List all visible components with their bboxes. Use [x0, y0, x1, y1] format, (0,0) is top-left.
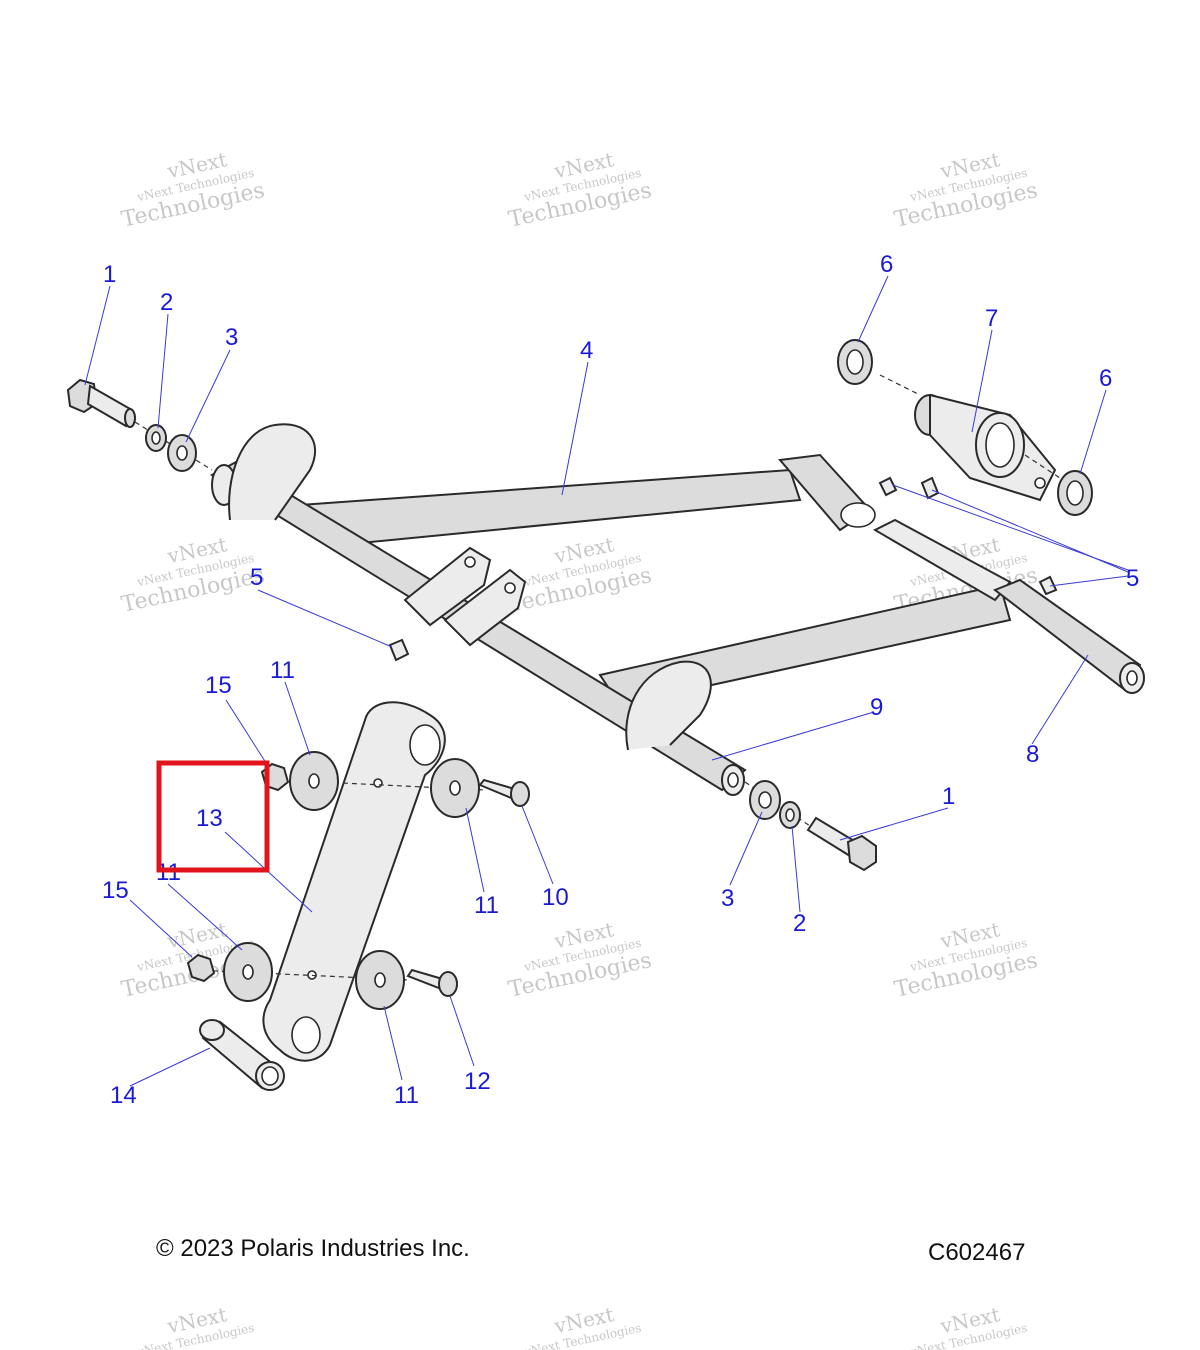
- callout-5-right: 5: [1126, 565, 1139, 592]
- washer-11-lower-left: [223, 942, 273, 1002]
- callout-10: 10: [542, 884, 569, 911]
- bushing-cam-7: [914, 393, 1057, 502]
- grease-fitting-right-2: [920, 476, 940, 500]
- callout-2-upper: 2: [160, 289, 173, 316]
- washer-2-lower: [779, 801, 801, 829]
- callout-1-lower: 1: [942, 783, 955, 810]
- callout-6-top: 6: [880, 251, 893, 278]
- washer-2-upper: [145, 424, 167, 452]
- link-arm-13: [262, 701, 446, 1062]
- callout-8: 8: [1026, 741, 1039, 768]
- callout-9: 9: [870, 694, 883, 721]
- watermark: vNext vNext Technologies Technologies: [506, 917, 654, 1003]
- watermark: vNext vNext Technologies Technologies: [892, 147, 1040, 233]
- callout-13: 13: [196, 805, 223, 832]
- watermark: vNext vNext Technologies: [522, 1302, 642, 1350]
- washer-3-lower: [749, 780, 781, 820]
- washer-11-lower-right: [355, 950, 405, 1010]
- callout-11-lower-right: 11: [394, 1082, 419, 1109]
- bolt-lower-right: [806, 816, 877, 872]
- a-arm-frame: [210, 423, 1145, 796]
- watermark: vNext vNext Technologies Technologies: [506, 147, 654, 233]
- bolt-upper-left: [66, 378, 136, 428]
- callout-3-lower: 3: [721, 885, 734, 912]
- watermark: vNext vNext Technologies Technologies: [892, 917, 1040, 1003]
- axis-line: [1024, 454, 1061, 479]
- callout-14: 14: [110, 1082, 137, 1109]
- watermarks: vNext vNext Technologies Technologies vN…: [119, 147, 1040, 1350]
- washer-11-upper-left: [289, 751, 339, 811]
- callout-1-upper: 1: [103, 261, 116, 288]
- watermark: vNext vNext Technologies Technologies: [119, 147, 267, 233]
- axis-line: [879, 374, 921, 396]
- watermark: vNext vNext Technologies Technologies: [506, 532, 654, 618]
- grease-fitting-right-1: [878, 476, 898, 497]
- watermark: vNext vNext Technologies Technologies: [119, 532, 267, 618]
- grease-fitting-left: [388, 638, 410, 662]
- bolt-10: [478, 778, 530, 807]
- washer-3-upper: [167, 434, 197, 472]
- callout-15-upper: 15: [205, 672, 232, 699]
- highlight-box: [156, 760, 270, 873]
- nut-15-lower: [186, 953, 216, 983]
- diagram-code: C602467: [928, 1239, 1025, 1266]
- parts: [66, 339, 1145, 1091]
- watermark: vNext vNext Technologies: [135, 1302, 255, 1350]
- washer-6-top: [837, 339, 873, 385]
- copyright-text: © 2023 Polaris Industries Inc.: [156, 1235, 470, 1262]
- callout-15-lower: 15: [102, 877, 129, 904]
- callout-7: 7: [985, 305, 998, 332]
- bushing-14: [199, 1019, 285, 1091]
- callout-11-upper-left: 11: [270, 657, 295, 684]
- bolt-12: [406, 968, 458, 997]
- callout-6-right: 6: [1099, 365, 1112, 392]
- washer-6-right: [1057, 470, 1093, 516]
- callout-12: 12: [464, 1068, 491, 1095]
- washer-11-upper-right: [430, 758, 480, 818]
- callout-11-upper-right: 11: [474, 892, 499, 919]
- callout-5-left: 5: [250, 564, 263, 591]
- watermark: vNext vNext Technologies: [908, 1302, 1028, 1350]
- callout-4: 4: [580, 337, 593, 364]
- callout-2-lower: 2: [793, 910, 806, 937]
- callout-3-upper: 3: [225, 324, 238, 351]
- grease-fitting-right-3: [1038, 575, 1058, 596]
